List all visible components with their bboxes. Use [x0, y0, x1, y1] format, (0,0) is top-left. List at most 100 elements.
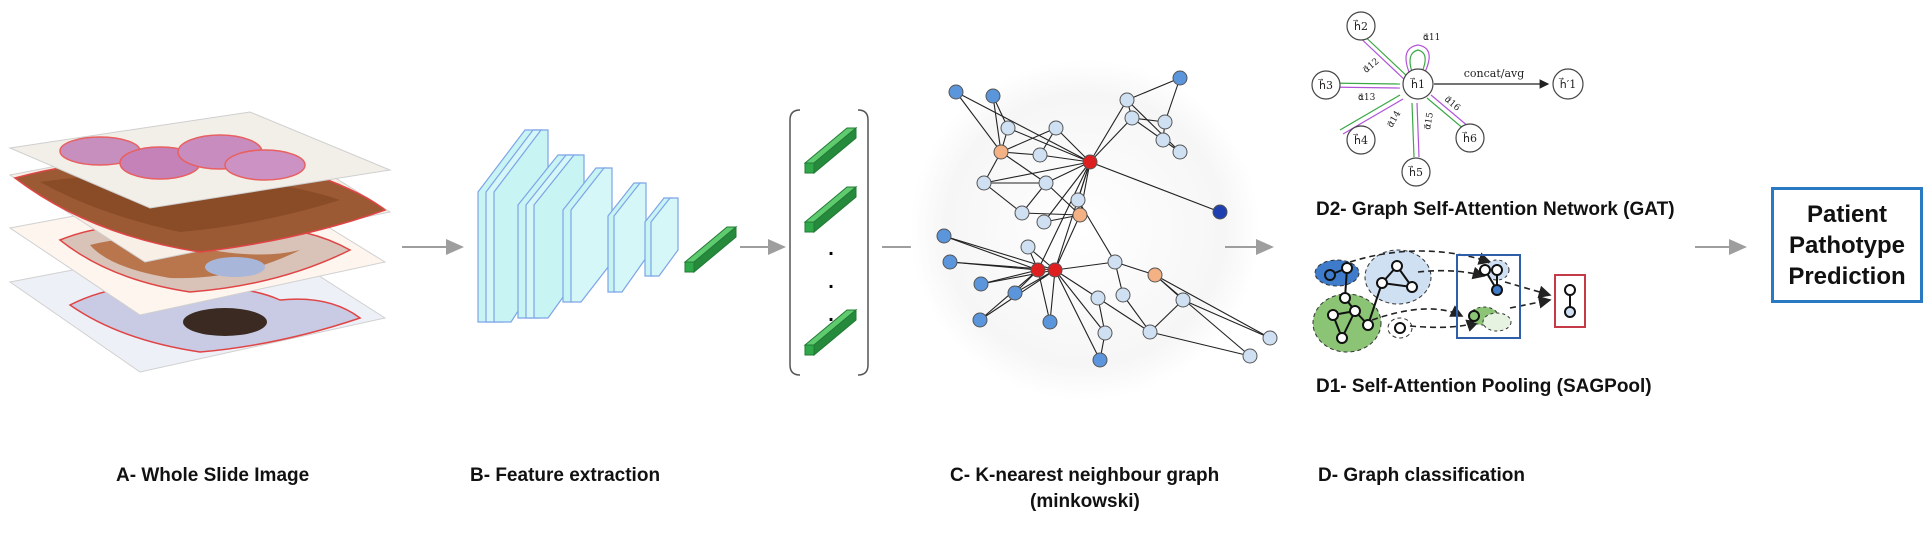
gat-center-node — [1402, 68, 1434, 100]
graph-node — [1142, 324, 1158, 340]
graph-edge — [1055, 127, 1091, 163]
gat-output-node-label: h⃗′1 — [1558, 77, 1576, 91]
graph-node — [993, 144, 1009, 160]
cnn-output-feature — [683, 225, 738, 274]
graph-edge — [1054, 269, 1101, 361]
gat-node-h4 — [1346, 125, 1376, 155]
bracket-right — [857, 109, 869, 376]
graph-node — [1262, 330, 1278, 346]
graph-node — [1119, 92, 1135, 108]
cluster-light-blue — [1364, 249, 1432, 305]
gat-node-h6 — [1455, 123, 1485, 153]
slide-stain-blue — [205, 257, 265, 277]
graph-node — [1107, 254, 1123, 270]
graph-edge — [943, 235, 1039, 271]
attention-self-loop — [1405, 44, 1430, 73]
caption-feature-extraction: B- Feature extraction — [470, 465, 661, 486]
attention-edge-4 — [1339, 94, 1401, 131]
graph-node — [936, 228, 952, 244]
graph-node — [1070, 192, 1086, 208]
caption-knn-graph: C- K-nearest neighbour graph — [950, 465, 1220, 486]
sagpool-title: D1- Self-Attention Pooling (SAGPool) — [1316, 376, 1652, 397]
graph-edge — [1149, 331, 1251, 357]
graph-edge — [1097, 297, 1151, 333]
feature-vector-set: . . . — [789, 109, 869, 376]
attention-edge-5 — [1411, 102, 1415, 158]
gat-node-h2 — [1346, 11, 1376, 41]
alpha-13: α⃗13 — [1358, 93, 1376, 103]
gat-node-h5 — [1401, 157, 1431, 187]
graph-node — [1007, 285, 1023, 301]
alpha-12: α⃗12 — [1362, 57, 1382, 76]
graph-edge — [1126, 77, 1181, 101]
gat-output-node — [1552, 68, 1584, 100]
graph-node — [1030, 262, 1046, 278]
output-line-3: Prediction — [1788, 262, 1906, 290]
graph-edge — [1054, 261, 1116, 271]
graph-edge — [1000, 151, 1047, 184]
graph-node — [1155, 132, 1171, 148]
graph-node — [972, 312, 988, 328]
alpha-16: α⃗16 — [1442, 95, 1462, 114]
graph-edge — [955, 91, 1002, 153]
graph-node — [1038, 175, 1054, 191]
cnn-block-4b — [613, 182, 647, 293]
graph-edge — [1000, 127, 1057, 153]
pooled-graph-box — [1456, 254, 1521, 339]
graph-edge — [1154, 274, 1271, 339]
graph-edge — [1182, 299, 1271, 339]
whole-slide-image-stack — [8, 111, 392, 373]
graph-background — [910, 60, 1260, 400]
graph-edge — [983, 182, 1023, 214]
graph-node — [976, 175, 992, 191]
graph-node — [1092, 352, 1108, 368]
caption-whole-slide-image: A- Whole Slide Image — [116, 465, 310, 486]
graph-node — [973, 276, 989, 292]
gat-h5-label: h⃗5 — [1407, 165, 1423, 179]
gat-node-h3 — [1311, 70, 1341, 100]
graph-node — [1175, 292, 1191, 308]
graph-node — [1048, 120, 1064, 136]
graph-edge — [1149, 299, 1184, 333]
feature-vector-1 — [803, 126, 858, 175]
ellipsis-dot-1: . — [828, 238, 834, 260]
caption-knn-graph-sub: (minkowski) — [1030, 491, 1140, 512]
graph-node — [1036, 214, 1052, 230]
graph-edge — [1164, 77, 1181, 123]
graph-node — [1147, 267, 1163, 283]
graph-node — [1097, 325, 1113, 341]
graph-node — [1212, 204, 1228, 220]
cnn-block-5b — [650, 197, 679, 277]
caption-graph-classification: D- Graph classification — [1318, 465, 1525, 486]
graph-edge — [1089, 161, 1221, 213]
gat-h3-label: h⃗3 — [1317, 78, 1333, 92]
graph-edge — [1021, 212, 1081, 216]
graph-edge — [1089, 117, 1133, 163]
alpha-15: α⃗15 — [1423, 111, 1436, 130]
attention-edge-6 — [1426, 97, 1466, 131]
graph-edge — [1126, 99, 1181, 153]
graph-edge — [1043, 161, 1091, 223]
graph-node — [1047, 262, 1063, 278]
graph-edge — [1122, 294, 1151, 333]
slide-stain-dark — [183, 308, 267, 336]
gat-attention-figure: concat/avg h⃗1 h⃗2 h⃗3 h⃗4 h⃗5 h⃗6 h⃗′1 … — [1311, 11, 1584, 187]
graph-node — [985, 88, 1001, 104]
knn-graph — [936, 70, 1278, 368]
final-graph-box — [1554, 274, 1586, 328]
graph-edge — [1045, 161, 1091, 184]
gat-center-label: h⃗1 — [1409, 77, 1425, 91]
sagpool-figure — [1312, 249, 1586, 353]
graph-edge — [983, 161, 1091, 184]
graph-edge — [1049, 269, 1056, 323]
bracket-left — [789, 109, 801, 376]
graph-node — [1090, 290, 1106, 306]
cnn-feature-extractor — [477, 129, 679, 323]
graph-node — [1032, 147, 1048, 163]
graph-edge — [1054, 161, 1091, 271]
graph-node — [948, 84, 964, 100]
cluster-small — [1387, 317, 1413, 339]
graph-node — [1014, 205, 1030, 221]
graph-edge — [955, 91, 1091, 163]
alpha-14: α⃗14 — [1386, 109, 1404, 129]
